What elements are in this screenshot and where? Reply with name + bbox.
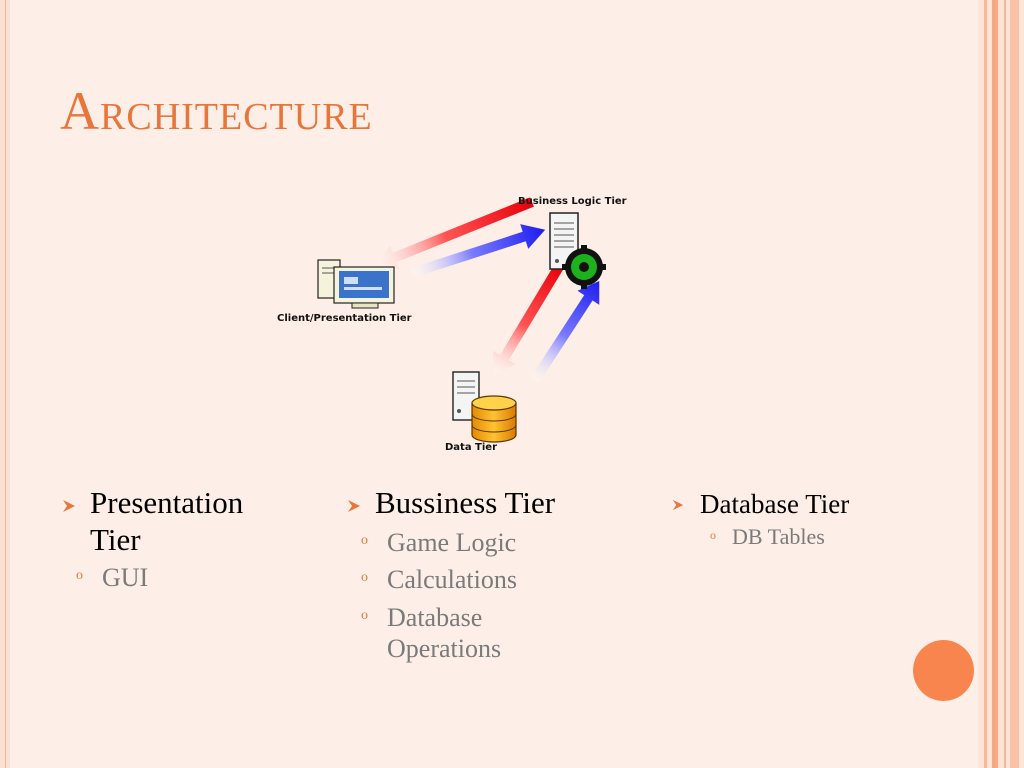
sub-item-label: DB Tables <box>732 524 825 550</box>
architecture-diagram: Business Logic Tier Client/Presentation … <box>270 185 670 460</box>
slide-title: Architecture <box>60 81 373 141</box>
sub-item-db-tables: o DB Tables <box>672 524 962 550</box>
business-tier-label: Business Logic Tier <box>518 196 627 207</box>
sub-item-label-line1: Database <box>387 602 483 632</box>
slide-background <box>10 0 978 768</box>
right-border-stripes <box>978 0 1024 768</box>
circle-bullet-icon: o <box>710 528 716 543</box>
arrowhead-bullet-icon <box>63 500 75 512</box>
sub-item-game-logic: o Game Logic <box>347 527 627 558</box>
arrow-business-to-data <box>493 262 565 375</box>
circle-bullet-icon: o <box>361 607 368 623</box>
left-border <box>0 0 10 768</box>
client-tier-label: Client/Presentation Tier <box>277 313 412 324</box>
database-icon <box>471 395 517 443</box>
presentation-tier-heading-line1: Presentation <box>90 485 244 520</box>
circle-bullet-icon: o <box>361 570 368 586</box>
sub-item-gui: o GUI <box>62 562 322 593</box>
sub-item-calculations: o Calculations <box>347 564 627 595</box>
database-tier-heading: Database Tier <box>700 489 850 519</box>
business-tier-column: Bussiness Tier o Game Logic o Calculatio… <box>347 484 627 664</box>
arrow-client-to-business <box>410 224 546 278</box>
client-computer-icon <box>317 259 395 309</box>
bullet-business-tier: Bussiness Tier <box>347 484 627 521</box>
arrowhead-bullet-icon <box>348 500 360 512</box>
circle-bullet-icon: o <box>361 533 368 549</box>
business-tier-heading: Bussiness Tier <box>375 485 556 520</box>
presentation-tier-column: Presentation Tier o GUI <box>62 484 322 594</box>
circle-bullet-icon: o <box>76 568 83 584</box>
arrowhead-bullet-icon <box>672 499 684 511</box>
bullet-database-tier: Database Tier <box>672 488 962 520</box>
decorative-orange-circle <box>913 640 974 701</box>
bullet-presentation-tier: Presentation Tier <box>62 484 322 558</box>
database-tier-column: Database Tier o DB Tables <box>672 488 962 551</box>
presentation-tier-heading-line2: Tier <box>90 522 141 558</box>
sub-item-label-line2: Operations <box>387 633 502 663</box>
sub-item-database-operations: o Database Operations <box>347 602 627 664</box>
sub-item-label: Calculations <box>387 565 517 595</box>
gear-icon <box>562 245 606 289</box>
data-tier-label: Data Tier <box>445 442 497 453</box>
sub-item-label: Game Logic <box>387 528 517 558</box>
arrow-business-to-client <box>374 197 534 270</box>
business-server-icon <box>549 212 579 270</box>
sub-item-label: GUI <box>102 563 149 593</box>
arrow-data-to-business <box>530 281 600 383</box>
